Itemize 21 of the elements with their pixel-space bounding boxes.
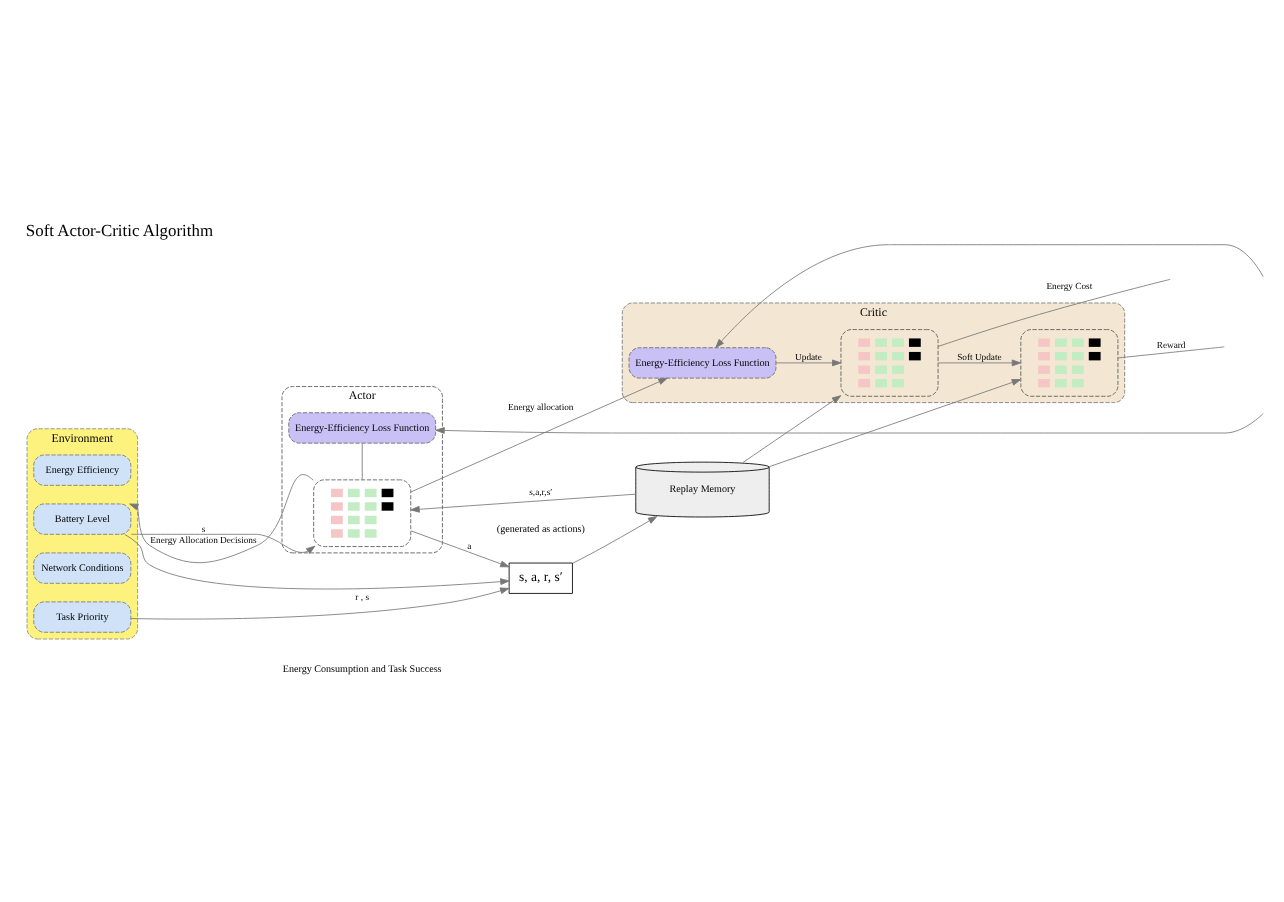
arrow	[715, 243, 1264, 348]
diagram-title: Soft Actor-Critic Algorithm	[25, 219, 214, 240]
arrow	[130, 586, 510, 619]
arrow	[130, 532, 316, 553]
node-picture	[1020, 328, 1119, 396]
arrow	[937, 358, 1022, 366]
arrow	[435, 412, 1264, 433]
arrow	[572, 515, 658, 563]
arrow	[775, 358, 842, 366]
node-picture	[313, 478, 412, 546]
arrow	[410, 529, 510, 567]
arrow	[742, 394, 842, 462]
connector	[1117, 345, 1225, 358]
arrow	[768, 378, 1021, 467]
node-picture	[840, 328, 939, 396]
connector	[361, 441, 363, 479]
arrow	[124, 532, 510, 589]
arrow	[129, 473, 314, 563]
arrow	[410, 492, 636, 512]
connector	[937, 277, 1171, 346]
arrow	[410, 376, 668, 492]
